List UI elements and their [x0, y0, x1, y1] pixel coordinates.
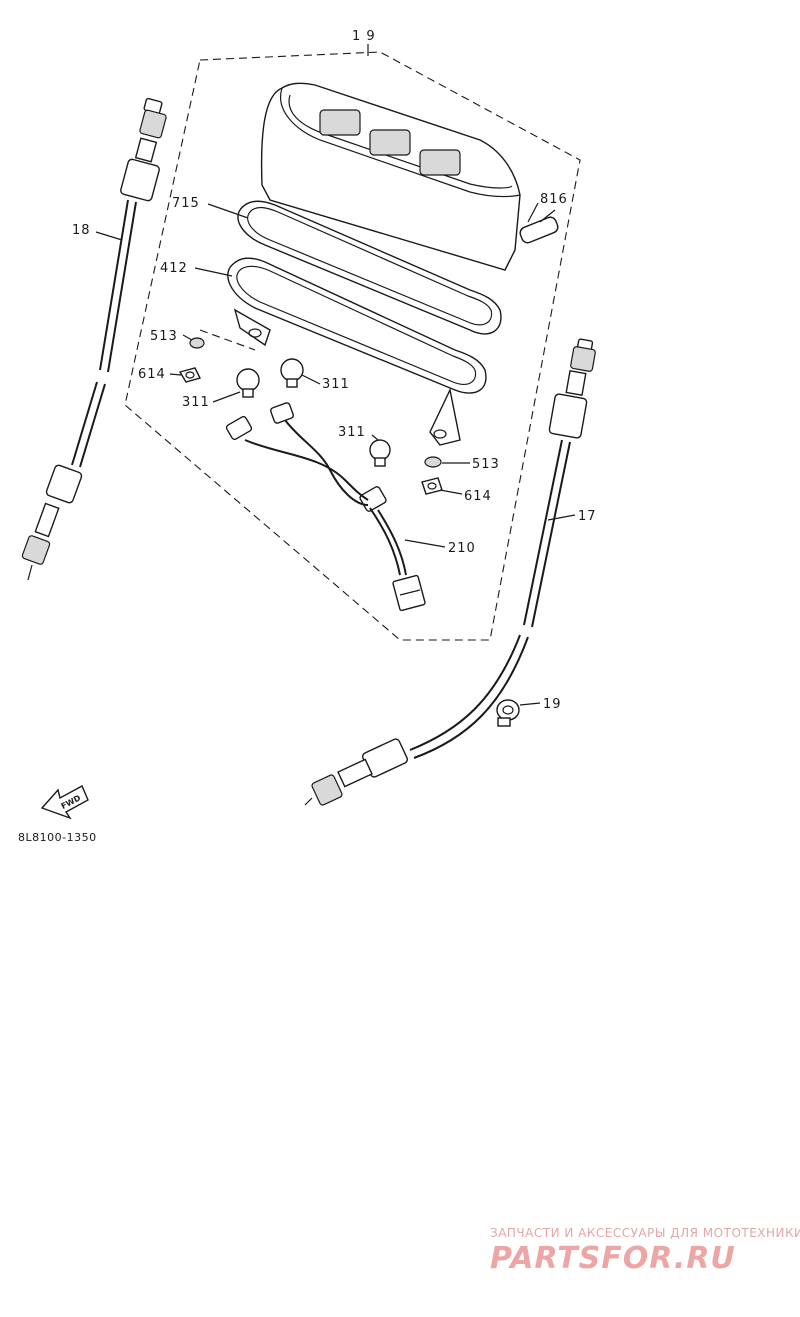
callout-614-left: 614	[138, 367, 166, 382]
washer-513-right	[424, 456, 442, 468]
callout-412: 412	[160, 261, 188, 276]
assembly-label: 1 9	[352, 29, 376, 44]
assembly-boundary	[124, 44, 581, 641]
nut-614-left	[178, 367, 202, 383]
lamp-holder-816	[519, 209, 559, 244]
bulb-311-mid	[280, 358, 304, 388]
clamp-19	[496, 699, 520, 727]
washer-513-left	[189, 337, 205, 349]
cable-17	[304, 338, 596, 806]
catalog-code: 8L8100-1350	[18, 831, 97, 844]
callout-513-right: 513	[472, 457, 500, 472]
cable-18	[21, 97, 167, 581]
callout-17: 17	[578, 509, 597, 524]
callout-513-left: 513	[150, 329, 178, 344]
watermark-brand: PARTSFOR.RU	[490, 1241, 736, 1276]
callout-210: 210	[448, 541, 476, 556]
callout-311-mid: 311	[322, 377, 350, 392]
bracket-412	[227, 257, 487, 446]
callout-19: 19	[543, 697, 562, 712]
callout-614-right: 614	[464, 489, 492, 504]
wire-harness-210	[225, 402, 426, 612]
callout-18: 18	[72, 223, 91, 238]
leader-lines	[95, 202, 576, 706]
callout-311-right: 311	[338, 425, 366, 440]
bulb-311-right	[369, 439, 391, 467]
nut-614-right	[421, 477, 443, 495]
callout-715: 715	[172, 196, 200, 211]
callout-311-left: 311	[182, 395, 210, 410]
callout-816: 816	[540, 192, 568, 207]
watermark-tagline: ЗАПЧАСТИ И АКСЕССУАРЫ ДЛЯ МОТОТЕХНИКИ	[490, 1226, 800, 1240]
bulb-311-left	[236, 368, 260, 398]
gasket-715	[237, 200, 502, 335]
fwd-arrow-icon: FWD	[40, 785, 89, 820]
